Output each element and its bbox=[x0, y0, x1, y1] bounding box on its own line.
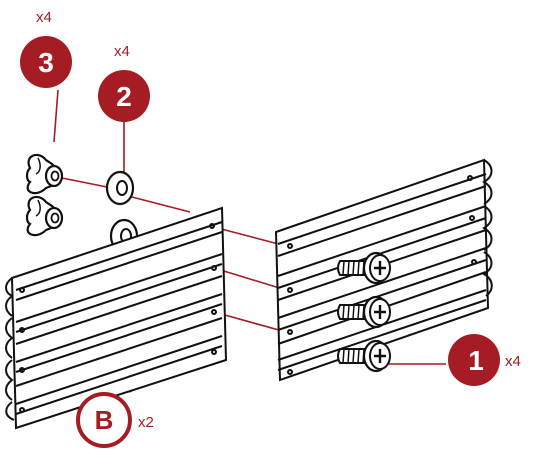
corrugated-panel-icon bbox=[5, 206, 228, 430]
callout-badge bbox=[76, 392, 132, 448]
callout-panel: B x2 bbox=[76, 392, 154, 448]
callout-badge bbox=[448, 334, 500, 386]
callout-number: 2 bbox=[116, 81, 132, 112]
quantity-label: x4 bbox=[505, 353, 521, 370]
quantity-label: x2 bbox=[138, 414, 154, 431]
quantity-label: x4 bbox=[114, 43, 130, 60]
callout-badge bbox=[98, 70, 150, 122]
callout-number: 3 bbox=[38, 47, 54, 78]
wing-nut-icon bbox=[25, 195, 64, 237]
quantity-label: x4 bbox=[36, 9, 52, 26]
callout-wing-nut: 3 x4 bbox=[20, 9, 72, 88]
washer-icon bbox=[105, 170, 135, 206]
callout-badge bbox=[20, 36, 72, 88]
callout-screw: 1 x4 bbox=[448, 334, 521, 386]
callout-washer: 2 x4 bbox=[98, 43, 150, 122]
wing-nut-icon bbox=[25, 153, 64, 195]
callout-letter: B bbox=[95, 405, 114, 435]
callout-number: 1 bbox=[468, 345, 484, 376]
